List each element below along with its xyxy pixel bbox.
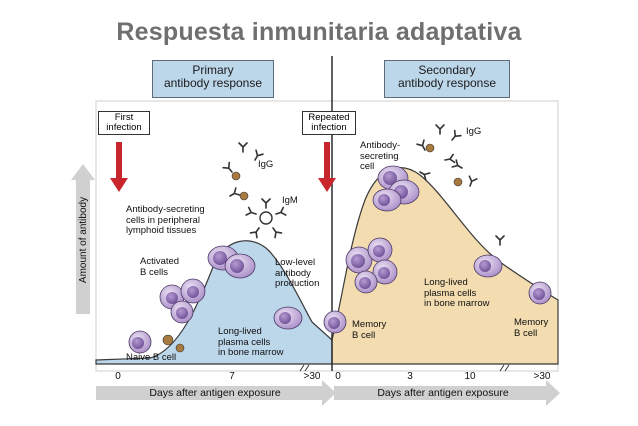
axis-break-mark — [499, 364, 510, 372]
axis-break-mark — [299, 364, 310, 372]
tick-secondary-30: >30 — [533, 371, 551, 382]
antibody-secreting-cells-secondary — [372, 165, 420, 212]
tick-primary-30: >30 — [303, 371, 321, 382]
tick-primary-7: 7 — [229, 371, 235, 382]
antigen-particle — [162, 334, 185, 353]
long-lived-plasma-cell-primary — [273, 306, 303, 330]
low-level-production-label: Low-level antibody production — [275, 257, 320, 289]
igg-antibody-cluster-primary — [222, 142, 264, 201]
igg-antibody-cluster-secondary — [416, 124, 505, 246]
tick-secondary-3: 3 — [407, 371, 413, 382]
memory-b-cell-left-label: Memory B cell — [352, 319, 387, 341]
memory-b-cell-cluster — [345, 237, 398, 294]
igm-label: IgM — [282, 195, 298, 206]
igg-label-primary: IgG — [258, 159, 274, 170]
naive-b-cell — [128, 330, 152, 354]
secondary-panel-heading: Secondary antibody response — [384, 60, 510, 98]
repeated-infection-label: Repeated infection — [302, 111, 356, 135]
repeated-infection-arrow — [318, 142, 336, 192]
igm-pentamer — [245, 198, 287, 239]
y-axis-arrow — [71, 164, 95, 314]
antibody-secreting-cells-primary — [207, 245, 256, 279]
tick-secondary-0: 0 — [335, 371, 341, 382]
primary-response-area — [95, 240, 333, 365]
x-axis-label-secondary: Days after antigen exposure — [377, 387, 509, 399]
y-axis-label: Amount of antibody — [78, 196, 89, 284]
x-axis-arrow-primary — [96, 380, 336, 406]
x-axis-arrow-secondary — [334, 380, 560, 406]
naive-b-cell-label: Naive B cell — [126, 352, 177, 363]
long-lived-plasma-cell-secondary — [473, 254, 503, 278]
activated-b-cells-label: Activated B cells — [140, 256, 180, 278]
first-infection-arrow — [110, 142, 128, 192]
long-lived-plasma-primary-label: Long-lived plasma cells in bone marrow — [218, 326, 284, 358]
long-lived-plasma-secondary-label: Long-lived plasma cells in bone marrow — [424, 277, 490, 309]
igg-label-secondary: IgG — [466, 126, 482, 137]
antibody-secreting-cells-primary-label: Antibody-secreting cells in peripheral l… — [126, 204, 205, 236]
first-infection-label: First infection — [98, 111, 150, 135]
activated-b-cells — [159, 278, 206, 324]
antibody-secreting-cell-secondary-label: Antibody- secreting cell — [360, 140, 401, 172]
primary-panel-heading: Primary antibody response — [152, 60, 274, 98]
tick-secondary-10: 10 — [464, 371, 476, 382]
memory-b-cell-left — [323, 310, 347, 334]
tick-primary-0: 0 — [115, 371, 121, 382]
memory-b-cell-right — [528, 281, 552, 305]
x-axis-label-primary: Days after antigen exposure — [149, 387, 281, 399]
slide-title: Respuesta inmunitaria adaptativa — [116, 18, 522, 46]
memory-b-cell-right-label: Memory B cell — [514, 317, 549, 339]
